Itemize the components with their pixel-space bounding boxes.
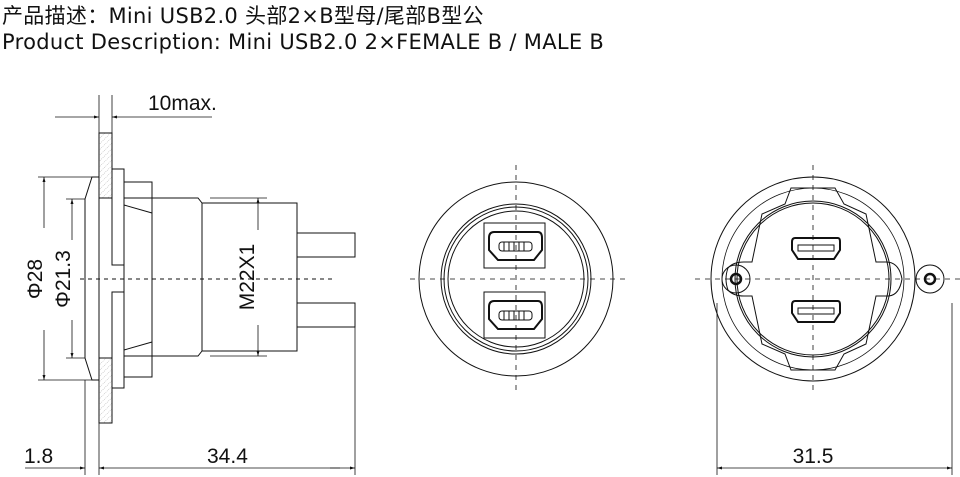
panel-upper — [98, 132, 113, 199]
mini-usb-port-lower — [488, 300, 543, 330]
dim-thread: M22X1 — [236, 244, 259, 311]
dim-10max: 10max. — [148, 92, 217, 115]
mount-hole-left — [729, 272, 743, 286]
rear-dimensions — [716, 303, 953, 475]
dim-1-8: 1.8 — [24, 445, 53, 468]
mount-ear-left — [721, 264, 751, 294]
nut-upper — [111, 168, 125, 266]
side-view — [80, 132, 356, 424]
mini-usb-port-upper — [488, 231, 543, 261]
mount-hole-right — [923, 272, 937, 286]
port-box-upper — [483, 222, 546, 269]
rear-view — [695, 165, 960, 395]
dim-dia-28: Φ28 — [24, 259, 47, 299]
side-dimensions — [25, 95, 356, 475]
title-english: Product Description: Mini USB2.0 2×FEMAL… — [2, 30, 605, 54]
port-box-lower — [483, 291, 546, 339]
pin-lower — [296, 302, 356, 328]
dim-31-5: 31.5 — [793, 445, 834, 468]
body — [124, 197, 203, 357]
panel-lower — [98, 357, 113, 424]
pin-upper — [296, 232, 356, 258]
usb-plug-upper — [791, 237, 841, 260]
title-chinese: 产品描述：Mini USB2.0 头部2×B型母/尾部B型公 — [2, 4, 484, 28]
dim-dia-21-3: Φ21.3 — [52, 250, 75, 308]
front-view — [410, 165, 625, 395]
nut-lower — [111, 291, 125, 389]
thread — [201, 202, 298, 352]
dim-34-4: 34.4 — [207, 445, 248, 468]
usb-plug-lower — [791, 300, 841, 323]
mount-ear-right — [915, 264, 945, 294]
